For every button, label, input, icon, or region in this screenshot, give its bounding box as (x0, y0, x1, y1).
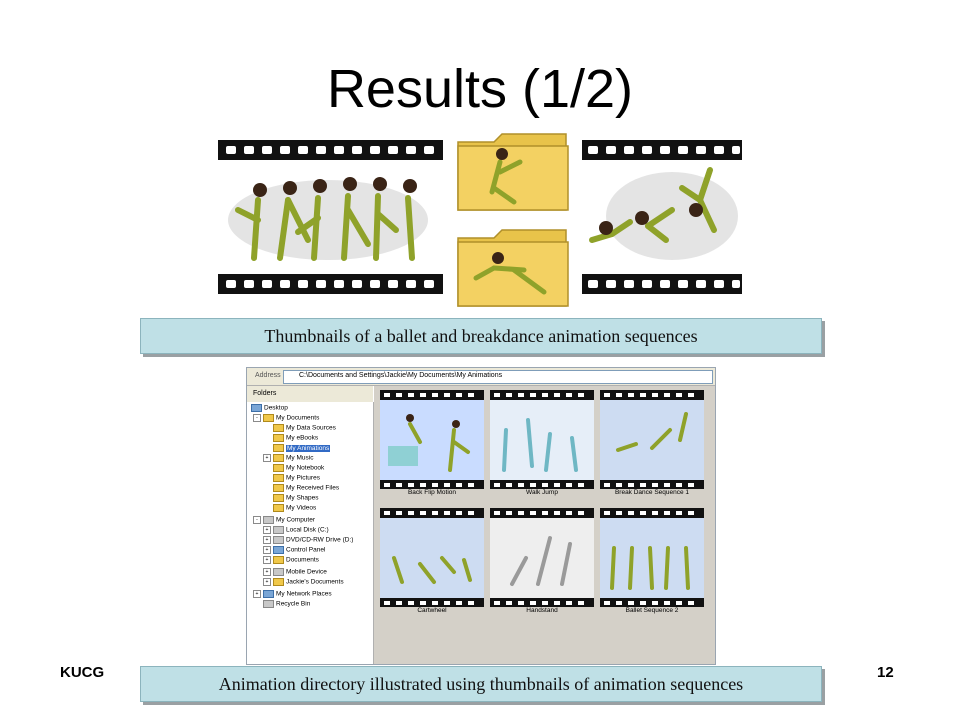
tree-item-my-received-files[interactable]: My Received Files (273, 484, 339, 494)
caption-thumbnails: Thumbnails of a ballet and breakdance an… (140, 318, 822, 354)
filmstrip-thumbnail-image (600, 508, 704, 608)
tree-item-my-shapes[interactable]: My Shapes (273, 494, 319, 504)
collapse-icon[interactable]: - (253, 516, 261, 524)
tree-item-my-pictures[interactable]: My Pictures (273, 474, 320, 484)
tree-item-control-panel[interactable]: +Control Panel (263, 546, 325, 556)
thumbnail-label: Back Flip Motion (380, 489, 484, 502)
folder-icon (457, 133, 569, 211)
tree-item-documents[interactable]: +Documents (263, 556, 319, 566)
folder-icon (273, 504, 284, 512)
address-bar: Address C:\Documents and Settings\Jackie… (247, 368, 715, 386)
filmstrip-thumbnail-image (380, 390, 484, 490)
tree-item-desktop[interactable]: Desktop (251, 404, 288, 414)
folder-icon (273, 454, 284, 462)
folder-icon (273, 494, 284, 502)
thumbnail-label: Walk Jump (490, 489, 594, 502)
footer-org-label: KUCG (60, 664, 105, 681)
thumbnail-label: Cartwheel (380, 607, 484, 620)
folder-icon (273, 444, 284, 452)
expand-icon[interactable]: + (263, 454, 271, 462)
tree-item-my-videos[interactable]: My Videos (273, 504, 316, 514)
caption-animation-directory: Animation directory illustrated using th… (140, 666, 822, 702)
tree-item-my-computer[interactable]: -My Computer (253, 516, 315, 526)
tree-item-my-music[interactable]: +My Music (263, 454, 313, 464)
tree-item-local-disk[interactable]: +Local Disk (C:) (263, 526, 329, 536)
thumbnail-back-flip-motion[interactable]: Back Flip Motion (380, 390, 484, 502)
tree-item-mobile-device[interactable]: +Mobile Device (263, 568, 327, 578)
tree-item-my-network-places[interactable]: +My Network Places (253, 590, 332, 600)
tree-item-dvd-drive[interactable]: +DVD/CD-RW Drive (D:) (263, 536, 353, 546)
expand-icon[interactable]: + (263, 526, 271, 534)
thumbnail-label: Handstand (490, 607, 594, 620)
address-label: Address (255, 372, 281, 379)
expand-icon[interactable]: + (263, 536, 271, 544)
disk-icon (273, 526, 284, 534)
folders-label: Folders (253, 390, 277, 397)
expand-icon[interactable]: + (263, 578, 271, 586)
folder-icon (273, 464, 284, 472)
control-panel-icon (273, 546, 284, 554)
breakdance-filmstrip-illustration (582, 140, 742, 294)
desktop-icon (251, 404, 262, 412)
address-value: C:\Documents and Settings\Jackie\My Docu… (299, 372, 503, 379)
folder-icon (263, 414, 274, 422)
recycle-bin-icon (263, 600, 274, 608)
thumbnail-ballet-sequence-2[interactable]: Ballet Sequence 2 (600, 508, 704, 620)
filmstrip-thumbnail-image (380, 508, 484, 608)
dvd-drive-icon (273, 536, 284, 544)
folder-tree: Desktop -My Documents My Data Sources My… (247, 402, 374, 664)
expand-icon[interactable]: + (263, 556, 271, 564)
thumbnail-label: Break Dance Sequence 1 (600, 489, 704, 502)
tree-item-my-animations[interactable]: My Animations (273, 444, 331, 454)
filmstrip-thumbnail-image (490, 390, 594, 490)
computer-icon (263, 516, 274, 524)
file-explorer-window: Address C:\Documents and Settings\Jackie… (246, 367, 716, 665)
folder-icon (273, 424, 284, 432)
folder-icon (273, 484, 284, 492)
thumbnail-label: Ballet Sequence 2 (600, 607, 704, 620)
thumbnail-break-dance-sequence-1[interactable]: Break Dance Sequence 1 (600, 390, 704, 502)
expand-icon[interactable]: + (263, 568, 271, 576)
expand-icon[interactable]: + (253, 590, 261, 598)
folder-icon (273, 434, 284, 442)
page-number: 12 (877, 664, 894, 681)
tree-item-my-documents[interactable]: -My Documents (253, 414, 319, 424)
folder-icon (273, 474, 284, 482)
tree-item-jackies-documents[interactable]: +Jackie's Documents (263, 578, 344, 588)
folder-icon (457, 229, 569, 307)
folders-pane-header: Folders (247, 386, 373, 402)
thumbnail-handstand[interactable]: Handstand (490, 508, 594, 620)
filmstrip-thumbnail-image (600, 390, 704, 490)
network-icon (263, 590, 274, 598)
tree-item-recycle-bin[interactable]: Recycle Bin (263, 600, 310, 610)
expand-icon[interactable]: + (263, 546, 271, 554)
tree-item-my-data-sources[interactable]: My Data Sources (273, 424, 336, 434)
thumbnail-view: Back Flip Motion Walk Jump Break Dance S… (374, 386, 715, 664)
address-input[interactable] (283, 370, 713, 384)
slide-title: Results (1/2) (326, 59, 634, 119)
filmstrip-thumbnail-image (490, 508, 594, 608)
folder-icon (273, 578, 284, 586)
collapse-icon[interactable]: - (253, 414, 261, 422)
mobile-device-icon (273, 568, 284, 576)
ballet-filmstrip-illustration (218, 140, 443, 294)
folder-icon (273, 556, 284, 564)
thumbnail-walk-jump[interactable]: Walk Jump (490, 390, 594, 502)
thumbnail-cartwheel[interactable]: Cartwheel (380, 508, 484, 620)
tree-item-my-notebook[interactable]: My Notebook (273, 464, 324, 474)
tree-item-my-ebooks[interactable]: My eBooks (273, 434, 318, 444)
